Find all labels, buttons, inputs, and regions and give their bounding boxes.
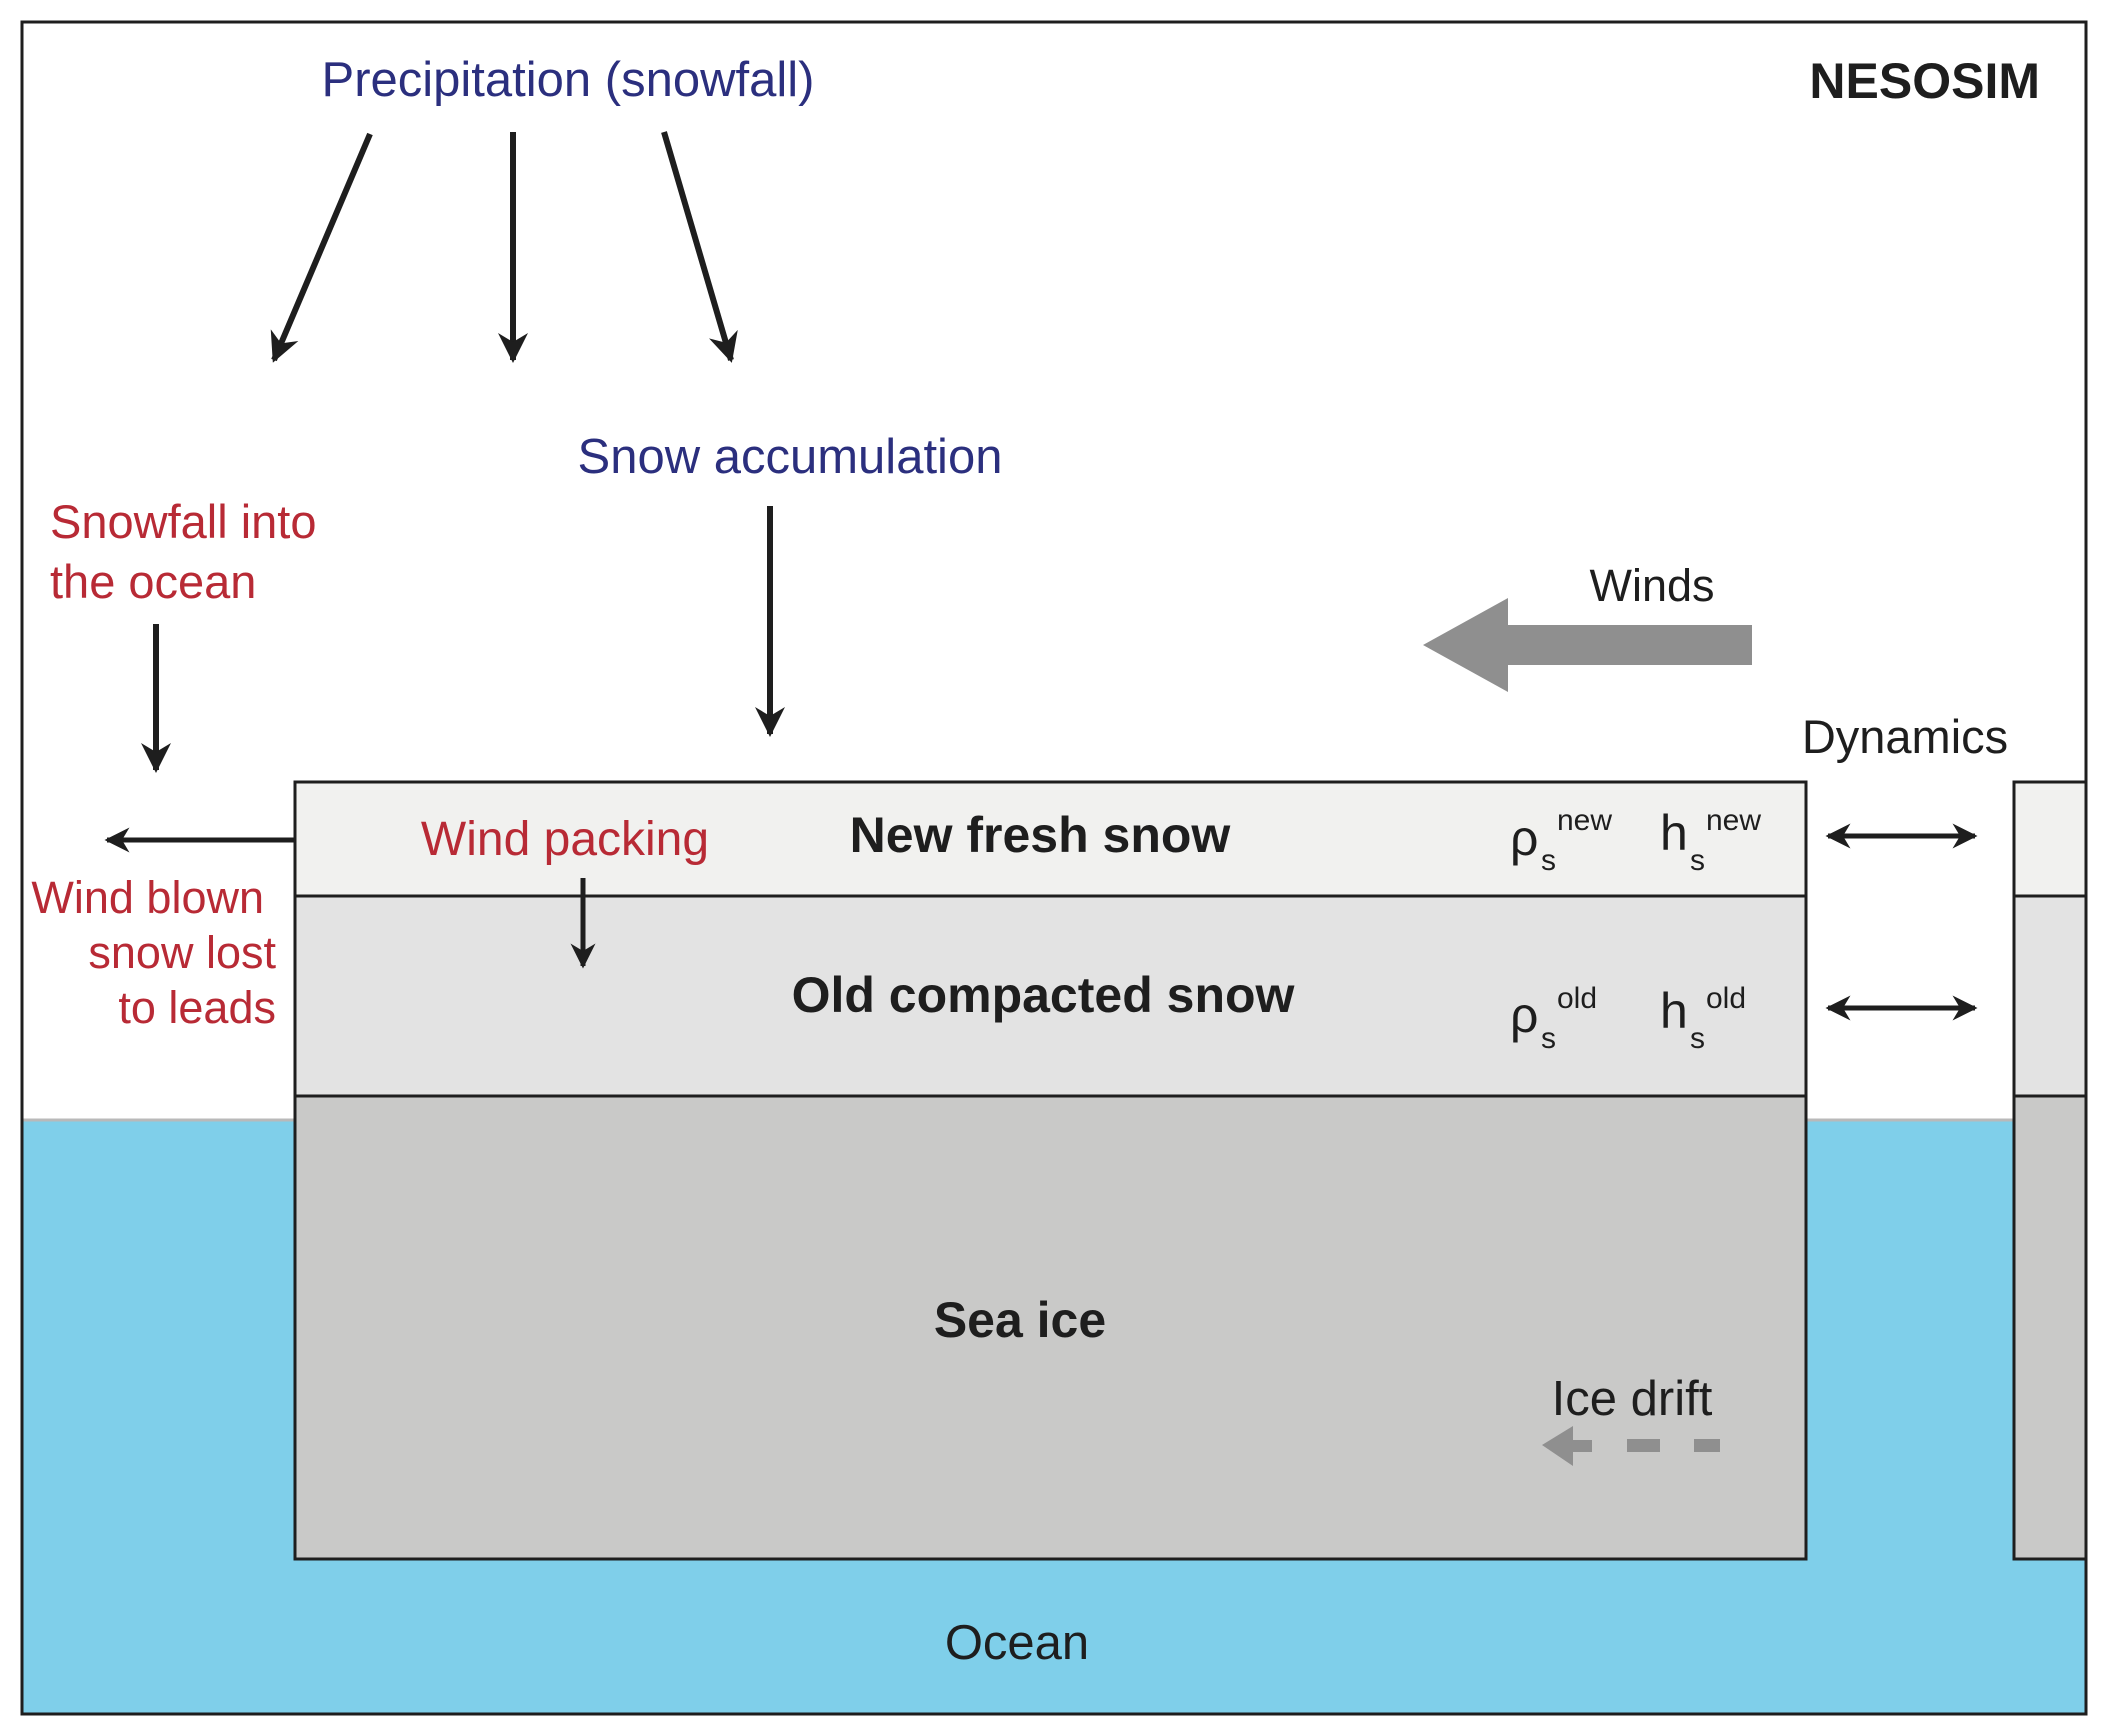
h-new-subscript: s <box>1690 844 1705 877</box>
precip-arrow-left <box>270 132 373 363</box>
precip-arrow-right <box>661 131 738 363</box>
wind-blown-label-line1: Wind blown <box>31 872 264 923</box>
frame-border <box>20 20 2088 1716</box>
h-old-subscript: s <box>1690 1022 1705 1055</box>
wind-blown-label-line3: to leads <box>118 982 276 1033</box>
ice-drift-dash-1 <box>1627 1439 1660 1452</box>
ice-drift-dash-2 <box>1694 1439 1720 1452</box>
ice-drift-label: Ice drift <box>1552 1372 1713 1426</box>
rho-old-subscript: s <box>1541 1022 1556 1055</box>
h-old-superscript: old <box>1706 982 1746 1015</box>
winds-arrow-icon <box>1423 598 1752 692</box>
snowfall-ocean-label-line2: the ocean <box>50 555 256 608</box>
h-new-superscript: new <box>1706 804 1761 837</box>
precipitation-label: Precipitation (snowfall) <box>322 53 815 107</box>
snow-accumulation-label: Snow accumulation <box>578 430 1003 484</box>
diagram-title: NESOSIM <box>1809 53 2040 109</box>
neighbor-sea-ice <box>2012 1094 2096 1561</box>
rho-new-symbol: ρ <box>1510 810 1538 866</box>
rho-old-superscript: old <box>1557 982 1597 1015</box>
old-snow-label: Old compacted snow <box>792 967 1295 1023</box>
winds-label: Winds <box>1589 560 1714 611</box>
rho-new-superscript: new <box>1557 804 1612 837</box>
ocean-label: Ocean <box>945 1616 1089 1670</box>
wind-blown-label-line2: snow lost <box>88 927 276 978</box>
sea-ice-layer <box>293 1094 1808 1561</box>
new-snow-label: New fresh snow <box>850 807 1231 863</box>
snowfall-ocean-label-line1: Snowfall into <box>50 495 317 548</box>
wind-packing-label: Wind packing <box>421 813 709 866</box>
dynamics-label: Dynamics <box>1802 710 2008 763</box>
rho-old-symbol: ρ <box>1510 987 1538 1043</box>
neighbor-new-snow <box>2012 780 2096 898</box>
ice-drift-arrow-icon <box>1542 1426 1592 1466</box>
sea-ice-label: Sea ice <box>934 1292 1106 1348</box>
h-new-symbol: h <box>1660 805 1688 861</box>
neighbor-old-snow <box>2012 894 2096 1098</box>
rho-new-subscript: s <box>1541 844 1556 877</box>
h-old-symbol: h <box>1660 983 1688 1039</box>
new-snow-layer <box>293 780 1808 898</box>
